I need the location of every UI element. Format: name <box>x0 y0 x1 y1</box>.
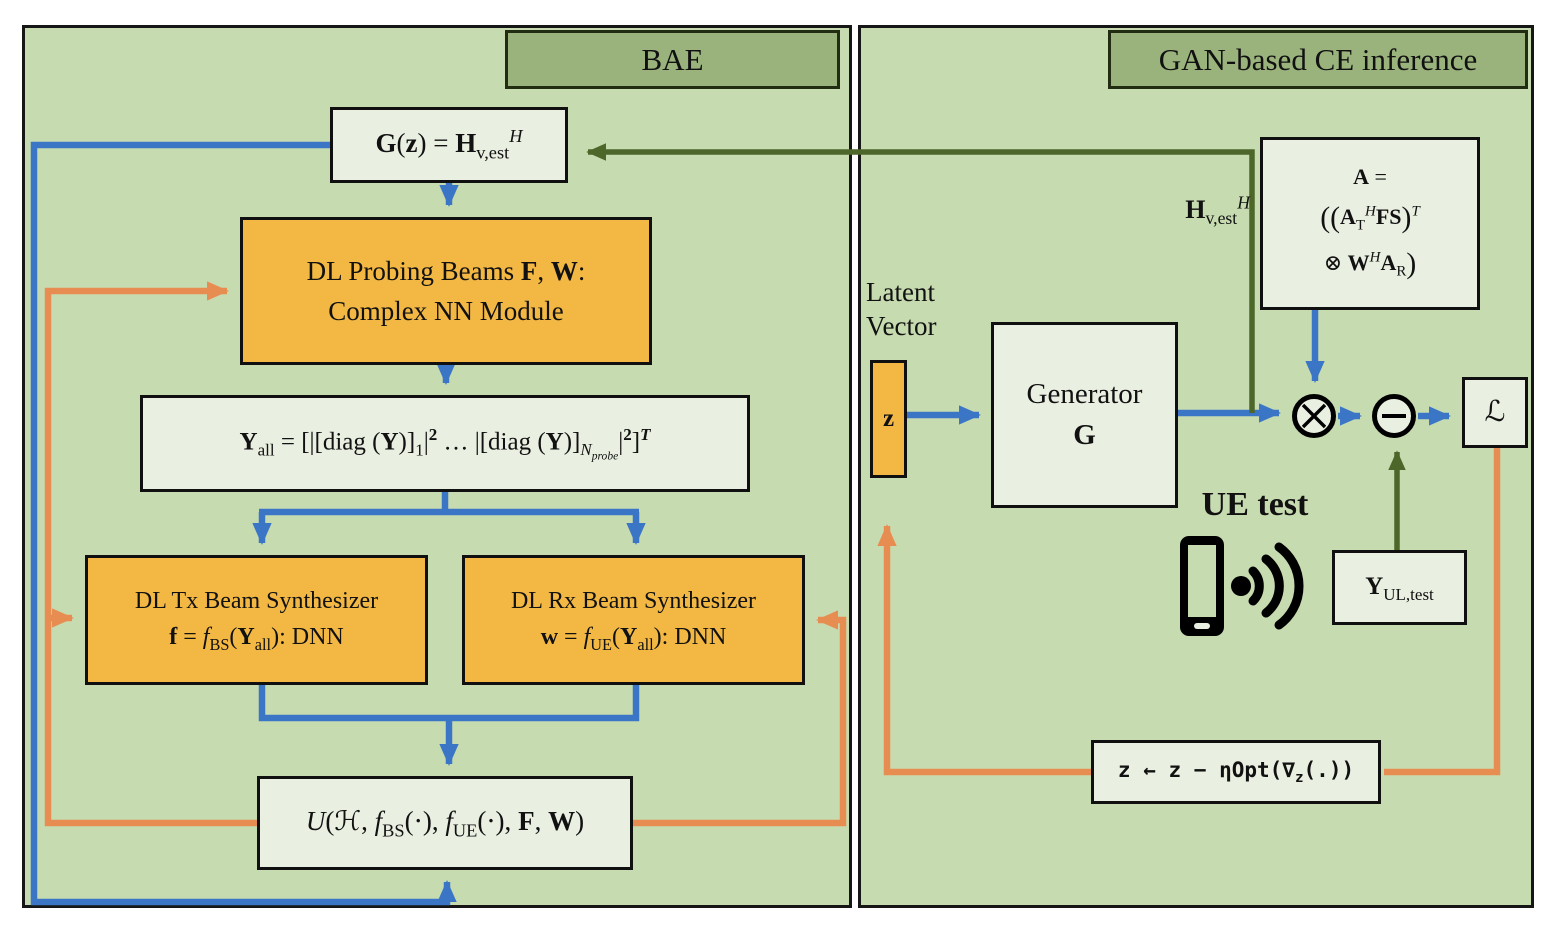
z-update-box: z ← z − ηOpt(∇z(.)) <box>1091 740 1381 804</box>
rx-line2: w = fUE(Yall): DNN <box>540 623 727 654</box>
yul-test-box: YUL,test <box>1332 550 1467 625</box>
generator-line1: Generator <box>1026 378 1143 411</box>
gz-output-box: G(z) = Hv,estH <box>330 107 568 183</box>
z-update-formula: z ← z − ηOpt(∇z(.)) <box>1117 757 1355 786</box>
a-line2: ((ATHFS)T <box>1320 201 1420 234</box>
a-line3: ⊗ WHAR) <box>1323 247 1417 280</box>
subtract-node <box>1372 394 1416 438</box>
signal-waves-icon <box>1248 542 1304 630</box>
yall-measurement-box: Yall = [|[diag (Y)]1|2 … |[diag (Y)]Npro… <box>140 395 750 492</box>
generator-box: Generator G <box>991 322 1178 508</box>
generator-line2: G <box>1073 419 1096 451</box>
utility-formula: U(ℋ, fBS(⋅), fUE(⋅), F, W) <box>305 806 585 841</box>
latent-z-box: z <box>870 360 907 478</box>
a-sensing-matrix-box: A = ((ATHFS)T ⊗ WHAR) <box>1260 137 1480 310</box>
loss-label: ℒ <box>1484 395 1506 428</box>
tx-line2: f = fBS(Yall): DNN <box>169 623 344 654</box>
multiply-icon <box>1301 403 1327 429</box>
probing-line1: DL Probing Beams F, W: <box>306 255 586 286</box>
yul-label: YUL,test <box>1365 572 1434 604</box>
z-label: z <box>882 405 895 433</box>
multiply-node <box>1292 394 1336 438</box>
dl-rx-beam-synthesizer-box: DL Rx Beam Synthesizer w = fUE(Yall): DN… <box>462 555 805 685</box>
tx-line1: DL Tx Beam Synthesizer <box>134 587 379 614</box>
hvest-label: Hv,estH <box>1185 192 1250 228</box>
bae-title-text: BAE <box>641 42 704 77</box>
a-line1: A = <box>1353 164 1387 190</box>
dl-probing-beams-box: DL Probing Beams F, W: Complex NN Module <box>240 217 652 365</box>
loss-box: ℒ <box>1462 377 1528 448</box>
bae-panel-title: BAE <box>505 30 840 89</box>
minus-icon <box>1382 414 1406 418</box>
latent-vector-label: Latent Vector <box>866 277 937 341</box>
gan-title-text: GAN-based CE inference <box>1158 42 1478 77</box>
ue-device-graphic <box>1175 534 1325 640</box>
gz-formula: G(z) = Hv,estH <box>375 126 523 163</box>
rx-line1: DL Rx Beam Synthesizer <box>510 587 757 614</box>
gan-panel-title: GAN-based CE inference <box>1108 30 1528 89</box>
yall-formula: Yall = [|[diag (Y)]1|2 … |[diag (Y)]Npro… <box>239 424 651 463</box>
phone-signal-icon <box>1180 536 1304 636</box>
dl-tx-beam-synthesizer-box: DL Tx Beam Synthesizer f = fBS(Yall): DN… <box>85 555 428 685</box>
signal-dot-icon <box>1231 576 1251 596</box>
probing-line2: Complex NN Module <box>328 296 564 326</box>
ue-test-label: UE test <box>1201 486 1309 523</box>
utility-function-box: U(ℋ, fBS(⋅), fUE(⋅), F, W) <box>257 776 633 870</box>
